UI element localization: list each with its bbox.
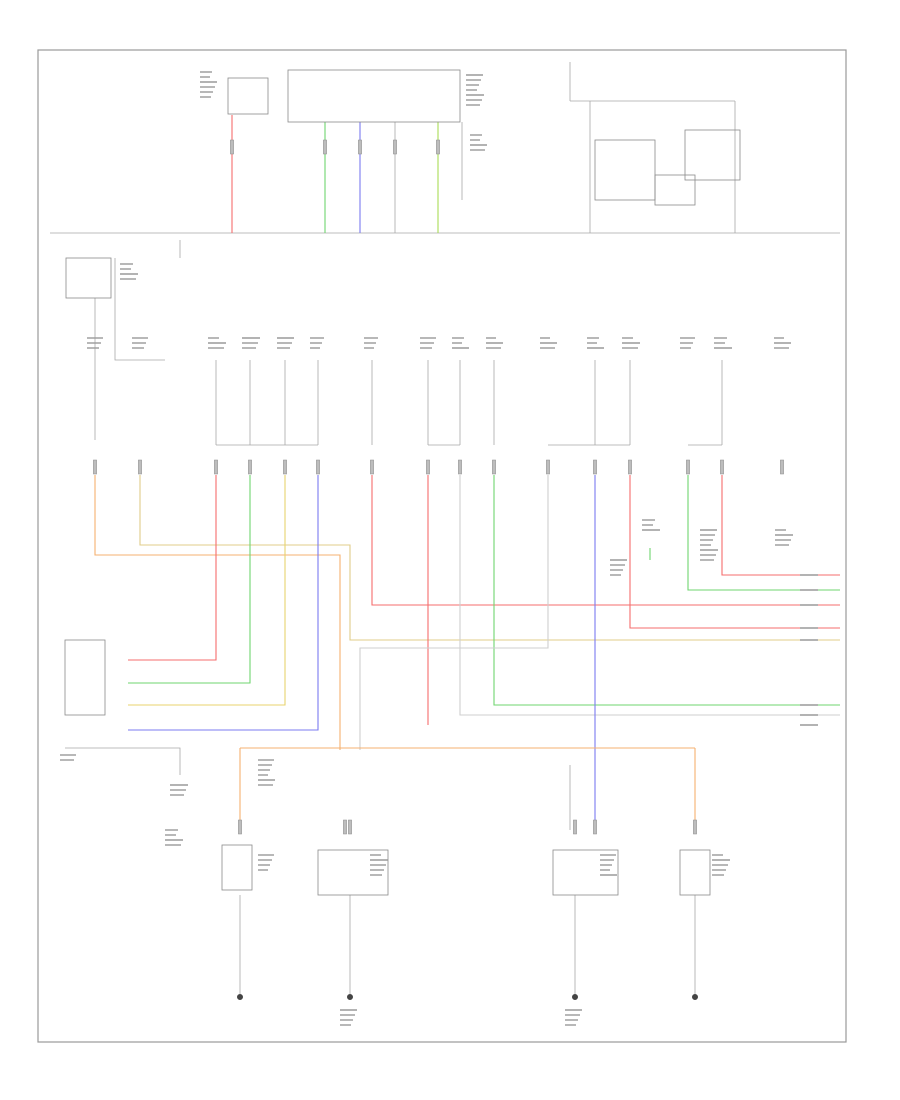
wire-red-far (721, 475, 840, 576)
fuse-block-top (227, 77, 269, 115)
ground-point-icon (236, 994, 243, 1001)
row-connector-0 (93, 459, 97, 475)
label-mid-2 (208, 337, 226, 349)
wire-orange-main (94, 475, 341, 750)
label-lamp-right (712, 854, 730, 876)
diagram-frame (37, 49, 847, 1043)
row-connector-8 (458, 459, 462, 475)
label-mid-4 (277, 337, 294, 349)
label-ground-center-right (565, 1009, 582, 1026)
wire-green-long (493, 475, 840, 706)
wire-yellow-switch (128, 475, 286, 706)
label-ground-left (170, 784, 188, 796)
label-mid-10 (540, 337, 557, 349)
top-connector-2 (358, 139, 362, 155)
label-ground-note (470, 134, 487, 151)
row-connector-14 (720, 459, 724, 475)
label-module-right (700, 529, 718, 561)
top-connector-1 (323, 139, 327, 155)
label-relay-left (120, 263, 138, 280)
row-connector-1 (138, 459, 142, 475)
row-connector-10 (546, 459, 550, 475)
label-mid-11 (587, 337, 604, 349)
lamp-switch-center-right (552, 849, 619, 896)
bottom-connector-0 (238, 819, 242, 835)
label-mid-15 (774, 337, 791, 349)
row-connector-7 (426, 459, 430, 475)
label-mid-6 (364, 337, 378, 349)
label-mid-14 (714, 337, 732, 349)
row-connector-6 (370, 459, 374, 475)
label-ground-mid (610, 559, 627, 576)
ground-point-icon (572, 994, 579, 1001)
label-module-far (775, 529, 793, 546)
label-mid-3 (242, 337, 260, 349)
row-connector-4 (283, 459, 287, 475)
label-mid-13 (680, 337, 695, 349)
label-mid-12 (622, 337, 640, 349)
label-lamp-bus (258, 759, 275, 786)
label-mid-7 (420, 337, 436, 349)
top-connector-0 (230, 139, 234, 155)
wire-tan-long (139, 475, 840, 641)
wire-blue-switch (128, 475, 319, 731)
wire-green-right (687, 475, 840, 591)
label-lamp-left (258, 854, 274, 871)
row-connector-3 (248, 459, 252, 475)
wire-green-switch (128, 475, 251, 684)
row-connector-9 (492, 459, 496, 475)
top-connector-4 (436, 139, 440, 155)
row-connector-2 (214, 459, 218, 475)
bottom-connector-3 (693, 819, 697, 835)
label-ground-left-2 (165, 829, 183, 846)
switch-block-top (287, 69, 461, 123)
label-ground-right (642, 519, 660, 531)
label-switch-center-left (370, 854, 388, 876)
label-mid-9 (486, 337, 503, 349)
ground-point-icon (346, 994, 353, 1001)
label-mid-1 (132, 337, 148, 349)
wire-red-switch (128, 475, 217, 661)
lamp-left (221, 844, 253, 891)
relay-module-block (594, 139, 656, 201)
wire-red-long (371, 475, 840, 606)
wire-grey-long (459, 475, 840, 716)
bottom-connector-5 (593, 819, 597, 835)
wire-line-46 (65, 747, 181, 775)
bottom-connector-1 (348, 819, 352, 835)
label-door-switch (60, 754, 76, 761)
lamp-right (679, 849, 711, 896)
bottom-connector-2 (573, 819, 577, 835)
bottom-connector-4 (343, 819, 347, 835)
label-mid-0 (87, 337, 103, 349)
door-switch-block (64, 639, 106, 716)
relay-switch-block (684, 129, 741, 181)
label-mid-5 (310, 337, 324, 349)
row-connector-5 (316, 459, 320, 475)
label-ground-center-left (340, 1009, 357, 1026)
label-mid-8 (452, 337, 469, 349)
wire-line-13 (114, 258, 165, 361)
wire-grey-mid (359, 475, 549, 750)
label-switch-top (466, 74, 484, 106)
ground-point-icon (692, 994, 699, 1001)
top-connector-3 (393, 139, 397, 155)
row-connector-12 (628, 459, 632, 475)
row-connector-11 (593, 459, 597, 475)
wire-red-right (629, 475, 840, 629)
relay-coil-block (654, 174, 696, 206)
lamp-switch-center-left (317, 849, 389, 896)
label-fuse-top (200, 71, 217, 98)
row-connector-13 (686, 459, 690, 475)
relay-left-block (65, 257, 112, 299)
label-switch-center-right (600, 854, 617, 876)
row-connector-15 (780, 459, 784, 475)
